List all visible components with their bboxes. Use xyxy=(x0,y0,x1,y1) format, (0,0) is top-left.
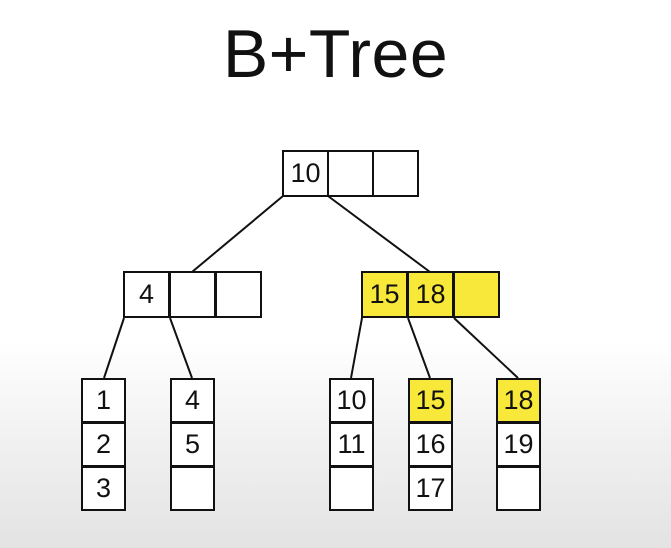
edge-left-leaf2 xyxy=(169,317,193,379)
leaf4-value-2: 16 xyxy=(408,422,453,467)
edge-left-leaf1 xyxy=(103,317,125,379)
edge-root-left xyxy=(191,195,284,273)
leaf3-value-3 xyxy=(329,466,374,511)
edge-right-leaf5 xyxy=(453,317,519,379)
leaf4-value-3: 17 xyxy=(408,466,453,511)
leaf1-value-2: 2 xyxy=(81,422,126,467)
leaf2-value-3 xyxy=(170,466,215,511)
leaf2-value-1: 4 xyxy=(170,378,215,423)
left-key-3 xyxy=(215,271,262,318)
right-key-1: 15 xyxy=(361,271,408,318)
leaf5-value-2: 19 xyxy=(496,422,541,467)
right-key-3 xyxy=(453,271,500,318)
leaf4-value-1: 15 xyxy=(408,378,453,423)
edge-root-right xyxy=(327,195,431,273)
root-key-2 xyxy=(327,150,374,197)
diagram-title: B+Tree xyxy=(222,16,449,92)
leaf3-value-2: 11 xyxy=(329,422,374,467)
root-key-3 xyxy=(372,150,419,197)
right-key-2: 18 xyxy=(407,271,454,318)
leaf3-value-1: 10 xyxy=(329,378,374,423)
leaf2-value-2: 5 xyxy=(170,422,215,467)
left-key-1: 4 xyxy=(123,271,170,318)
leaf1-value-1: 1 xyxy=(81,378,126,423)
leaf5-value-3 xyxy=(496,466,541,511)
left-key-2 xyxy=(169,271,216,318)
leaf1-value-3: 3 xyxy=(81,466,126,511)
leaf5-value-1: 18 xyxy=(496,378,541,423)
root-key-1: 10 xyxy=(282,150,329,197)
edge-right-leaf4 xyxy=(407,317,431,379)
edge-right-leaf3 xyxy=(350,317,363,379)
